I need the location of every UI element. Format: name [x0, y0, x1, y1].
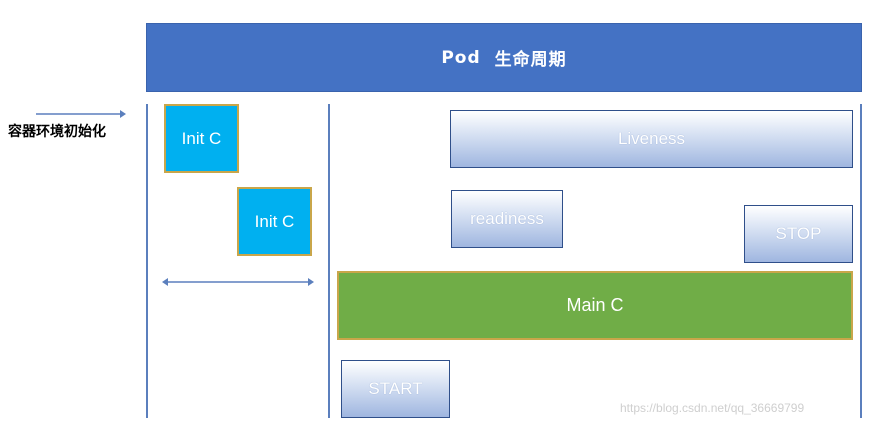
title-pod: Pod	[441, 47, 481, 68]
init-phase-left-line	[146, 104, 148, 418]
init-duration-double-arrow-icon	[162, 278, 314, 286]
pod-end-line	[860, 104, 862, 418]
liveness-probe: Liveness	[450, 110, 853, 168]
watermark: https://blog.csdn.net/qq_36669799	[620, 401, 805, 415]
main-container: Main C	[337, 271, 853, 340]
container-env-init-label: 容器环境初始化	[8, 124, 106, 140]
pod-lifecycle-title-bar: Pod 生命周期	[146, 23, 862, 92]
right-arrow-icon	[36, 110, 126, 118]
init-container-1: Init C	[164, 104, 239, 173]
stop-hook: STOP	[744, 205, 853, 263]
init-phase-right-line	[328, 104, 330, 418]
start-hook: START	[341, 360, 450, 418]
init-container-2: Init C	[237, 187, 312, 256]
title-lifecycle: 生命周期	[494, 50, 567, 70]
readiness-probe: readiness	[451, 190, 563, 248]
